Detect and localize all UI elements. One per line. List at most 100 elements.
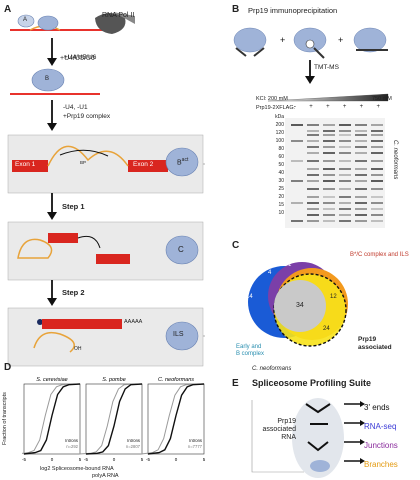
gel-band [371,174,383,176]
polya-label: AAAAA [124,319,143,325]
gel-band [307,152,319,154]
gel-band [307,160,319,162]
tmt-label: TMT-MS [314,64,339,71]
panel-c-organism: C. neoformans [252,366,292,372]
gel-band [323,214,335,216]
panel-d-ylabel: Fraction of transcripts [2,392,8,445]
cdf-frame [147,383,205,455]
bp-label: BP [80,160,87,165]
text-plus-u4u5u6: +U4/U5/U6 [60,55,95,62]
gel-band [355,208,367,210]
gel-band [355,188,367,190]
gel-band [339,140,351,142]
gel-band [339,168,351,170]
cdf-organism-title: S. cerevisiae [36,377,68,383]
lane-sign: + [376,104,380,110]
gel-band [307,124,319,126]
mw-marker: 15 [278,202,284,208]
panel-d-xlabel-2: polyA RNA [92,473,119,479]
svg-text:+: + [338,35,343,45]
lane-signs: - + + + + + [294,104,380,110]
gel-band [371,168,383,170]
gel-band [307,202,319,204]
plus-snrnp-label: +U4/U5/U6 [64,54,97,61]
venn-num: 4 [268,270,272,276]
cdf-curve-introns [85,383,143,455]
mw-marker: 120 [275,130,284,136]
complex-a-label: A [23,17,28,23]
mw-marker: 25 [278,186,284,192]
gel-band [339,180,351,182]
cdf-curve-introns [147,383,205,455]
mw-marker: 50 [278,162,284,168]
gel-band [355,202,367,204]
gel-band [339,188,351,190]
gel-band [323,208,335,210]
gel-band [339,124,351,126]
remove-label-2: +Prp19 complex [63,113,111,120]
cdf-tick-label: 5 [203,457,206,462]
gel-band [307,208,319,210]
panel-e-left-label: Prp19 associated RNA [262,418,296,441]
gel-band [323,188,335,190]
gel-band [339,196,351,198]
venn-num: 1 [288,262,292,268]
prp19-row-label: Prp19-2XFLAG: [256,105,296,111]
output-arrowhead [360,439,365,445]
output-junctions: Junctions [364,441,398,450]
cdf-curve-background [141,383,198,455]
gel-band [339,208,351,210]
gel-band [307,134,319,136]
mw-marker: 10 [278,210,284,216]
gel-band [355,168,367,170]
mw-marker: 80 [278,146,284,152]
panel-e-title: Spliceosome Profiling Suite [252,378,372,388]
gel-band [371,188,383,190]
output-branches: Branches [364,460,398,469]
cdf-legend-entry: n=2807 [126,444,141,449]
gel-band [339,134,351,136]
gel-band [307,130,319,132]
mw-marker: 20 [278,194,284,200]
gel-band [323,152,335,154]
gel-band [291,220,303,222]
step2-label: Step 2 [62,288,85,297]
gel-band [355,160,367,162]
lane-sign: - [294,104,296,110]
gel-band [323,140,335,142]
gel-band [323,174,335,176]
gel-band [339,152,351,154]
gel-band [291,160,303,162]
svg-text:+: + [280,35,285,45]
cdf-legend-entry: Introns [65,438,78,443]
gel-band [371,124,383,126]
complex-ils-label: ILS [173,331,184,338]
panel-b-title: Prp19 immunoprecipitation [248,6,338,15]
gel-band [355,124,367,126]
oh-label: OH [74,346,82,352]
lane-sign: + [359,104,364,110]
mw-marker: 200 [275,122,284,128]
kcl-left-label: KCl: 200 mM [256,96,288,102]
cdf-legend-entry: n=292 [66,444,78,449]
remove-label-1: -U4, -U1 [63,104,88,111]
mw-marker: 40 [278,170,284,176]
gel-band [371,146,383,148]
gel-band [339,214,351,216]
complex-c-label: C [178,245,184,254]
cdf-tick-label: 5 [141,457,144,462]
panel-d-xlabel-1: log2 Spliceosome-bound RNA [40,466,114,472]
gel-band [355,140,367,142]
gel-band [371,220,383,222]
gel-band [371,134,383,136]
gel-band [371,196,383,198]
gel-band [355,196,367,198]
gel-band [323,134,335,136]
gel-band [307,188,319,190]
panel-c-letter: C [232,240,240,251]
venn-num: 14 [246,294,253,300]
ip-schematic: + + [233,27,389,102]
venn-label-top: B*/C complex and ILS [350,252,409,258]
cdf-legend-entry: n=7777 [188,444,203,449]
gel-band [323,130,335,132]
